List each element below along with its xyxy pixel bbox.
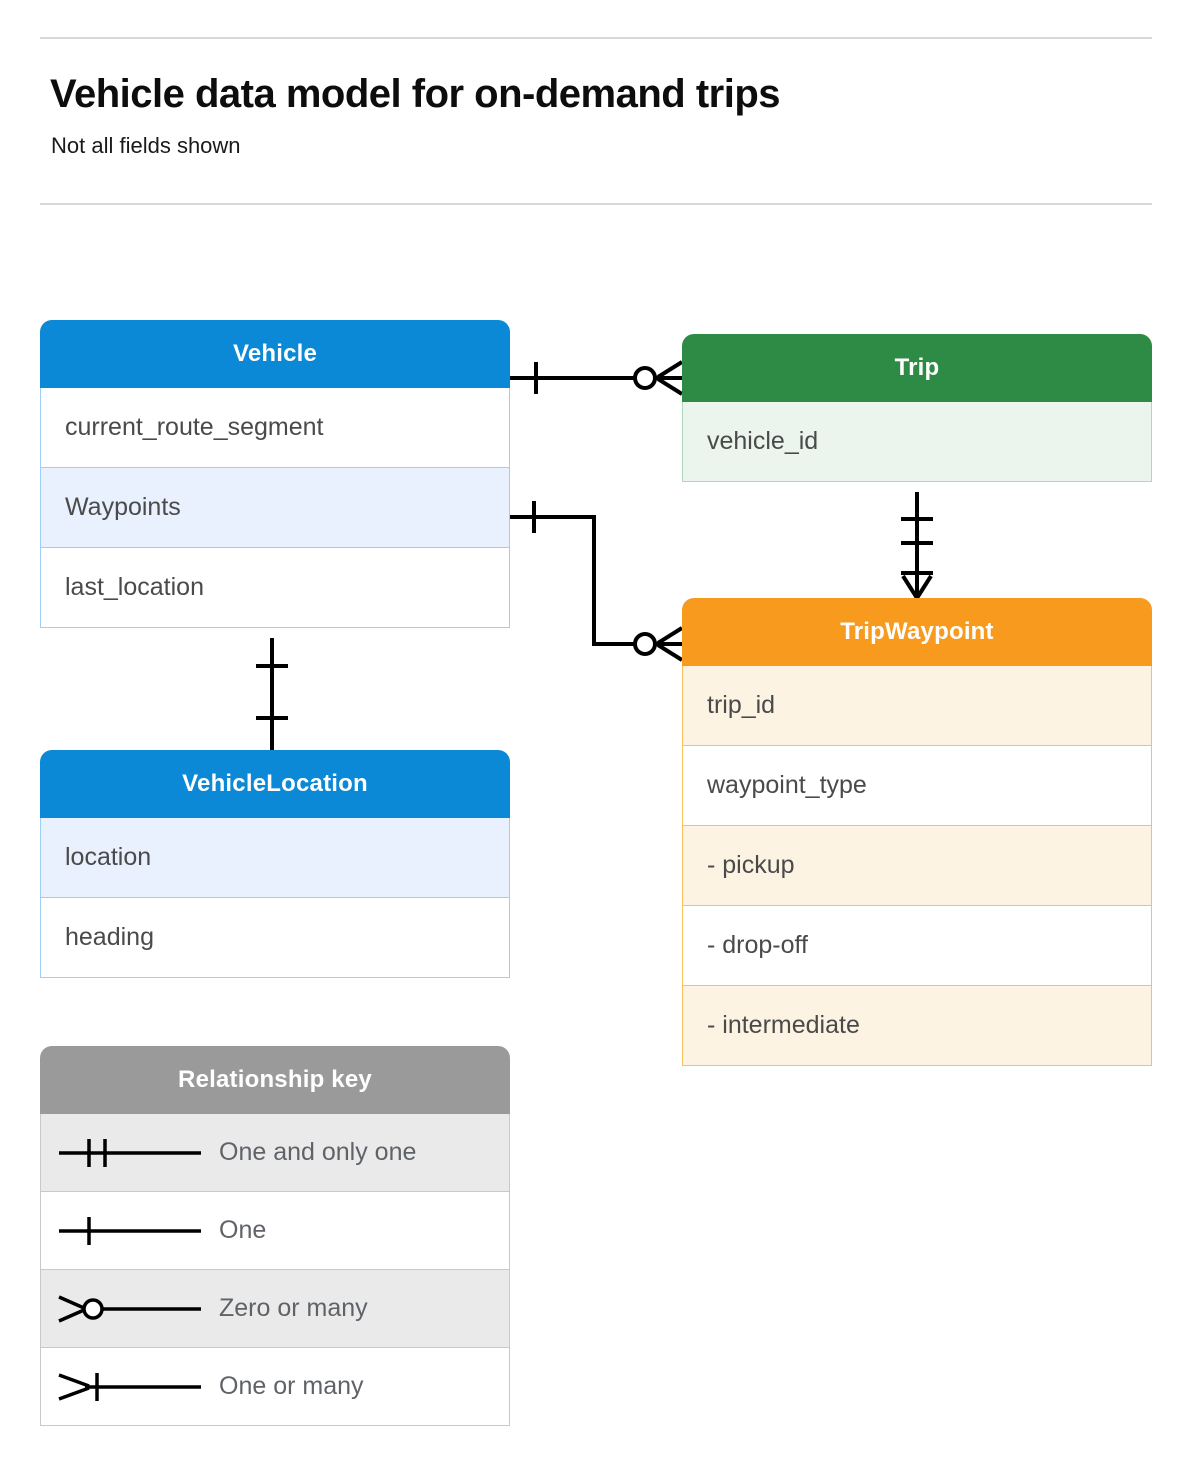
- one-symbol: [41, 1211, 219, 1251]
- entity-tripwaypoint-enum-intermediate: - intermediate: [682, 986, 1152, 1066]
- one-or-many-symbol: [41, 1367, 219, 1407]
- legend-label-one: One: [219, 1216, 267, 1244]
- entity-vehiclelocation[interactable]: VehicleLocation location heading: [40, 750, 510, 978]
- entity-trip-field-vehicle-id: vehicle_id: [682, 402, 1152, 482]
- connector-trip-tripwaypoint: [901, 492, 933, 600]
- entity-tripwaypoint-enum-pickup: - pickup: [682, 826, 1152, 906]
- connector-vehicle-vehiclelocation: [256, 638, 288, 750]
- legend-row-zero-or-many: Zero or many: [40, 1270, 510, 1348]
- entity-tripwaypoint-field-waypoint-type: waypoint_type: [682, 746, 1152, 826]
- entity-vehicle-field-current-route-segment: current_route_segment: [40, 388, 510, 468]
- legend-row-one-and-only-one: One and only one: [40, 1114, 510, 1192]
- relationship-key-legend: Relationship key One and only one One: [40, 1046, 510, 1426]
- legend-label-one-or-many: One or many: [219, 1372, 364, 1400]
- entity-tripwaypoint[interactable]: TripWaypoint trip_id waypoint_type - pic…: [682, 598, 1152, 1066]
- legend-label-zero-or-many: Zero or many: [219, 1294, 368, 1322]
- legend-label-one-and-only-one: One and only one: [219, 1138, 417, 1166]
- legend-row-one: One: [40, 1192, 510, 1270]
- entity-vehiclelocation-field-location: location: [40, 818, 510, 898]
- one-and-only-one-symbol: [41, 1133, 219, 1173]
- entity-vehiclelocation-title: VehicleLocation: [40, 750, 510, 818]
- entity-tripwaypoint-enum-drop-off: - drop-off: [682, 906, 1152, 986]
- entity-trip[interactable]: Trip vehicle_id: [682, 334, 1152, 482]
- entity-vehicle-field-last-location: last_location: [40, 548, 510, 628]
- legend-row-one-or-many: One or many: [40, 1348, 510, 1426]
- entity-tripwaypoint-field-trip-id: trip_id: [682, 666, 1152, 746]
- divider-under-subtitle: [40, 203, 1152, 205]
- page-title: Vehicle data model for on-demand trips: [50, 72, 781, 116]
- connector-waypoints-tripwaypoint: [510, 501, 684, 662]
- entity-vehicle[interactable]: Vehicle current_route_segment Waypoints …: [40, 320, 510, 628]
- relationship-key-title: Relationship key: [40, 1046, 510, 1114]
- entity-tripwaypoint-title: TripWaypoint: [682, 598, 1152, 666]
- page-subtitle: Not all fields shown: [51, 133, 241, 158]
- entity-vehiclelocation-field-heading: heading: [40, 898, 510, 978]
- connector-vehicle-trip: [510, 360, 684, 396]
- entity-trip-title: Trip: [682, 334, 1152, 402]
- entity-vehicle-field-waypoints: Waypoints: [40, 468, 510, 548]
- divider-top: [40, 37, 1152, 39]
- entity-vehicle-title: Vehicle: [40, 320, 510, 388]
- zero-or-many-symbol: [41, 1289, 219, 1329]
